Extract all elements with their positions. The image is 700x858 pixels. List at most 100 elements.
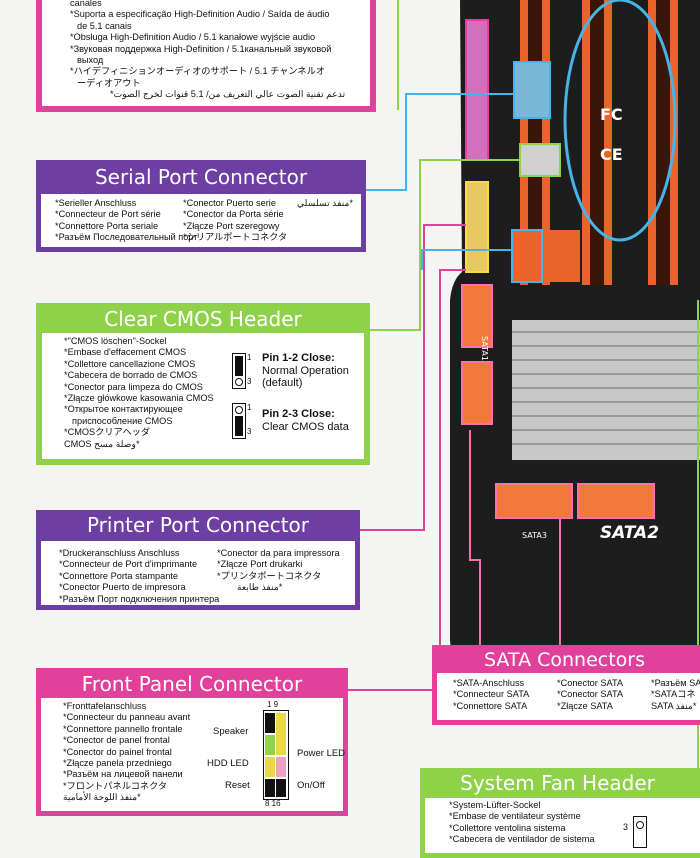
sata-connectors-card: SATA Connectors *SATA-Anschluss *Connect… xyxy=(432,645,700,725)
audio-line: *تدعم تقنية الصوت عالي التعريف من/ 5.1 ق… xyxy=(110,89,346,100)
cmos-text: *"CMOS löschen"-Sockel *Embase d'effacem… xyxy=(64,336,214,450)
front-line: *Разъём на лицевой панели xyxy=(63,769,183,780)
pin12-title: Pin 1-2 Close: xyxy=(262,352,335,364)
cmos-line: *Embase d'effacement CMOS xyxy=(64,347,187,358)
printer-line: *Conector da para impressora xyxy=(217,548,340,558)
sata-line: *Разъём SA xyxy=(651,678,700,688)
serial-line: *Złącze Port szeregowy xyxy=(183,220,280,231)
leader-printer xyxy=(356,224,466,531)
serial-line: *Connecteur de Port série xyxy=(55,209,161,220)
lpt-header xyxy=(465,181,489,273)
audio-line: ーディオアウト xyxy=(77,77,141,88)
printer-line: *Druckeranschluss Anschluss xyxy=(59,548,180,558)
on-off-label: On/Off xyxy=(297,780,325,791)
serial-line: *Serieller Anschluss xyxy=(55,198,137,208)
usb-header-2 xyxy=(550,230,580,282)
pin23-text: Clear CMOS data xyxy=(262,420,349,433)
audio-line: *Звуковая поддержка High-Definition / 5.… xyxy=(70,43,332,54)
printer-line: *Разъём Порт подключения принтера xyxy=(59,593,220,604)
printer-port-title: Printer Port Connector xyxy=(41,510,355,541)
cmos-line: *CMOSクリアヘッダ xyxy=(64,427,151,438)
fan-line: *Collettore ventolina sistema xyxy=(449,822,566,833)
sata2-port xyxy=(577,483,655,519)
sata-col3: *Разъём SA *SATAコネ SATA منفذ* xyxy=(651,678,700,712)
audio-line: *ハイデフィニションオーディオのサポート / 5.1 チャンネルオ xyxy=(70,66,325,77)
fan-line: *Cabecera de ventilador de sistema xyxy=(449,834,595,845)
sata-col2: *Conector SATA *Conector SATA *Złącze SA… xyxy=(557,678,623,712)
front-line: *Conector de panel frontal xyxy=(63,735,170,746)
sata-line: *SATA-Anschluss xyxy=(453,678,525,688)
svg-text:CE: CE xyxy=(600,145,623,164)
board-label-sata3: SATA3 xyxy=(522,531,547,540)
front-line: *Connecteur du panneau avant xyxy=(63,712,191,723)
sata-line: *Connettore SATA xyxy=(453,700,528,711)
audio-text: canales *Suporta a especificação High-De… xyxy=(70,0,345,101)
audio-line: de 5.1 canais xyxy=(77,20,132,31)
audio-line: *Obsługa High-Definition Audio / 5.1 kan… xyxy=(70,32,316,43)
system-fan-title: System Fan Header xyxy=(425,768,700,798)
sata3-port xyxy=(495,483,573,519)
front-line: *Conector do painel frontal xyxy=(63,746,172,757)
pin12-text: Normal Operation xyxy=(262,364,349,377)
audio-line: выход xyxy=(77,55,104,66)
usb-header-1 xyxy=(511,229,543,283)
printer-line: منفذ طابعة* xyxy=(237,582,283,593)
cmos-line: *Conector para limpeza do CMOS xyxy=(64,381,203,392)
fp-pin-top-label: 1 9 xyxy=(267,700,279,709)
board-label-sata1: SATA1 xyxy=(480,336,489,361)
pin23-title: Pin 2-3 Close: xyxy=(262,408,335,420)
sata-line: *Connecteur SATA xyxy=(453,689,530,700)
compliance-logos-highlight xyxy=(563,0,677,242)
printer-line: *Connecteur de Port d'imprimante xyxy=(59,559,198,570)
sata1-port xyxy=(461,284,493,348)
jumper1-pin1: 1 xyxy=(247,353,252,362)
jumper-1-2-diagram xyxy=(232,353,246,389)
jumper1-pin3: 3 xyxy=(247,377,252,386)
serial-col2: *Conector Puerto serie *Conector da Port… xyxy=(183,198,287,244)
leader-usb xyxy=(421,249,512,270)
sata-line: *Złącze SATA xyxy=(557,700,613,711)
front-line: *Złącze panela przedniego xyxy=(63,758,172,769)
front-text: *Fronttafelanschluss *Connecteur du pann… xyxy=(63,701,190,804)
cmos-line: *Cabecera de borrado de CMOS xyxy=(64,370,198,381)
serial-col1: *Serieller Anschluss *Connecteur de Port… xyxy=(55,198,198,244)
board-label-sata2: SATA2 xyxy=(600,523,659,543)
pin12-label: Pin 1-2 Close: Normal Operation (default… xyxy=(262,352,349,390)
system-fan-card: System Fan Header *System-Lüfter-Sockel … xyxy=(420,768,700,858)
cmos-line: CMOS وصلة مسح* xyxy=(64,438,140,449)
printer-col1: *Druckeranschluss Anschluss *Connecteur … xyxy=(59,548,219,605)
cmos-line: *Collettore cancellazione CMOS xyxy=(64,358,196,369)
front-line: منفذ اللوحة الأمامية* xyxy=(63,792,141,803)
leader-front xyxy=(346,269,466,691)
printer-line: *Connettore Porta stampante xyxy=(59,570,178,581)
fan-connector xyxy=(519,143,561,177)
fan-pin-label: 3 xyxy=(623,822,629,832)
motherboard-illustration: FC CE SATA1 SATA2 SATA3 xyxy=(346,0,700,830)
clear-cmos-card: Clear CMOS Header *"CMOS löschen"-Sockel… xyxy=(36,303,370,465)
cmos-line: *Złącze główkowe kasowania CMOS xyxy=(64,393,214,404)
reset-label: Reset xyxy=(225,780,250,791)
leader-sata xyxy=(469,430,481,650)
com-header xyxy=(513,61,551,119)
audio-line: *Suporta a especificação High-Definition… xyxy=(70,9,330,20)
audio-line: canales xyxy=(70,0,102,8)
svg-text:FC: FC xyxy=(600,105,623,124)
leader-cmos xyxy=(360,159,520,331)
jumper2-pin3: 3 xyxy=(247,427,252,436)
hdd-led-label: HDD LED xyxy=(207,758,249,769)
serial-line: *Connettore Porta seriale xyxy=(55,220,159,231)
clear-cmos-title: Clear CMOS Header xyxy=(42,303,364,333)
serial-arabic: منفذ تسلسلي* xyxy=(297,198,353,208)
serial-line: *Conector Puerto serie xyxy=(183,198,276,208)
fan-line: *System-Lüfter-Sockel xyxy=(449,800,541,810)
sata-line: *Conector SATA xyxy=(557,689,624,700)
audio-card: canales *Suporta a especificação High-De… xyxy=(36,0,376,112)
front-panel-card: Front Panel Connector *Fronttafelanschlu… xyxy=(36,668,348,816)
jumper-2-3-diagram xyxy=(232,403,246,439)
cmos-line: *Открытое контактирующее xyxy=(64,404,183,415)
printer-line: *Złącze Port drukarki xyxy=(217,559,303,570)
printer-line: *Conector Puerto de impresora xyxy=(59,582,186,593)
fp-pin-bottom-label: 8 16 xyxy=(265,799,281,808)
sata-col1: *SATA-Anschluss *Connecteur SATA *Connet… xyxy=(453,678,529,712)
sata4-port xyxy=(461,361,493,425)
